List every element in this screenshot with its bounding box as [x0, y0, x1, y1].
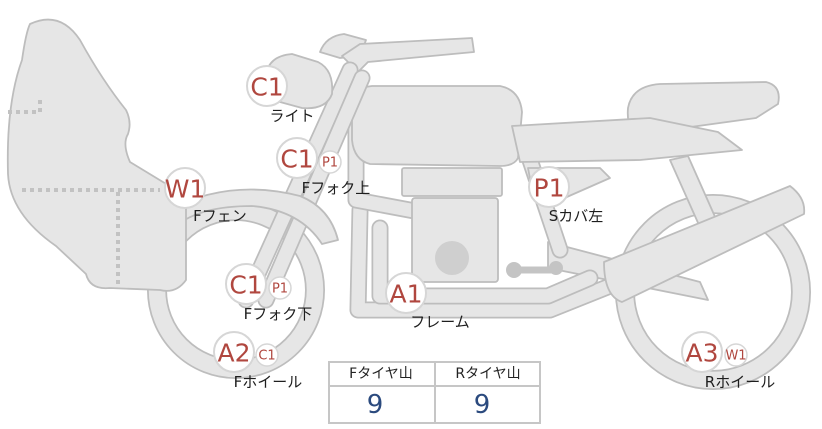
fairing-shape — [6, 18, 187, 292]
badge-light — [246, 65, 288, 107]
engine-cover-shape — [435, 241, 469, 275]
badge-fwheel — [213, 331, 255, 373]
subcode-ffork-lower: P1 — [272, 282, 288, 297]
part-light[interactable]: C1 ライト — [246, 65, 315, 125]
muffler-shape — [603, 185, 806, 303]
motorcycle-silhouette — [6, 18, 811, 390]
code-scover-left: P1 — [534, 174, 565, 203]
header-rear-tire: Rタイヤ山 — [455, 366, 520, 382]
badge-scover-left — [528, 166, 570, 208]
subbadge-fwheel — [255, 343, 279, 367]
label-frame: フレーム — [410, 313, 470, 331]
value-rear-tire: 9 — [474, 390, 491, 420]
label-ffender: Fフェン — [193, 207, 247, 225]
label-scover-left: Sカバ左 — [549, 207, 604, 225]
part-ffork-lower[interactable]: C1 P1 Fフォク下 — [225, 263, 313, 323]
tail-cowl-shape — [511, 117, 743, 163]
badge-ffender — [164, 167, 206, 209]
subbadge-rwheel — [724, 343, 748, 367]
badge-ffork-lower — [225, 263, 267, 305]
subcode-ffork-upper: P1 — [322, 156, 338, 171]
code-light: C1 — [250, 73, 283, 102]
label-light: ライト — [269, 107, 314, 125]
label-ffork-lower: Fフォク下 — [244, 305, 313, 323]
code-ffork-lower: C1 — [229, 271, 262, 300]
code-rwheel: A3 — [685, 339, 718, 368]
front-fender-shape — [167, 188, 339, 245]
tire-tread-table: Fタイヤ山 Rタイヤ山 9 9 — [328, 361, 541, 424]
badge-frame — [385, 272, 427, 314]
engine-block-shape — [401, 167, 503, 197]
code-fwheel: A2 — [217, 339, 250, 368]
subbadge-ffork-upper — [318, 150, 342, 174]
label-fwheel: Fホイール — [234, 373, 303, 391]
code-ffork-upper: C1 — [280, 145, 313, 174]
code-frame: A1 — [389, 280, 422, 309]
value-front-tire: 9 — [367, 390, 384, 420]
label-rwheel: Rホイール — [705, 373, 775, 391]
badge-rwheel — [681, 331, 723, 373]
subcode-rwheel: W1 — [725, 349, 746, 364]
part-fwheel[interactable]: A2 C1 Fホイール — [213, 331, 303, 391]
part-ffender[interactable]: W1 Fフェン — [164, 167, 247, 225]
part-ffork-upper[interactable]: C1 P1 Fフォク上 — [276, 137, 371, 197]
subbadge-ffork-lower — [268, 276, 292, 300]
code-ffender: W1 — [165, 175, 206, 204]
subcode-fwheel: C1 — [258, 349, 275, 364]
label-ffork-upper: Fフォク上 — [302, 179, 371, 197]
header-front-tire: Fタイヤ山 — [349, 366, 413, 382]
part-frame[interactable]: A1 フレーム — [385, 272, 470, 331]
fuel-tank-shape — [350, 85, 523, 167]
badge-ffork-upper — [276, 137, 318, 179]
part-rwheel[interactable]: A3 W1 Rホイール — [681, 331, 775, 391]
part-scover-left[interactable]: P1 Sカバ左 — [528, 166, 604, 225]
